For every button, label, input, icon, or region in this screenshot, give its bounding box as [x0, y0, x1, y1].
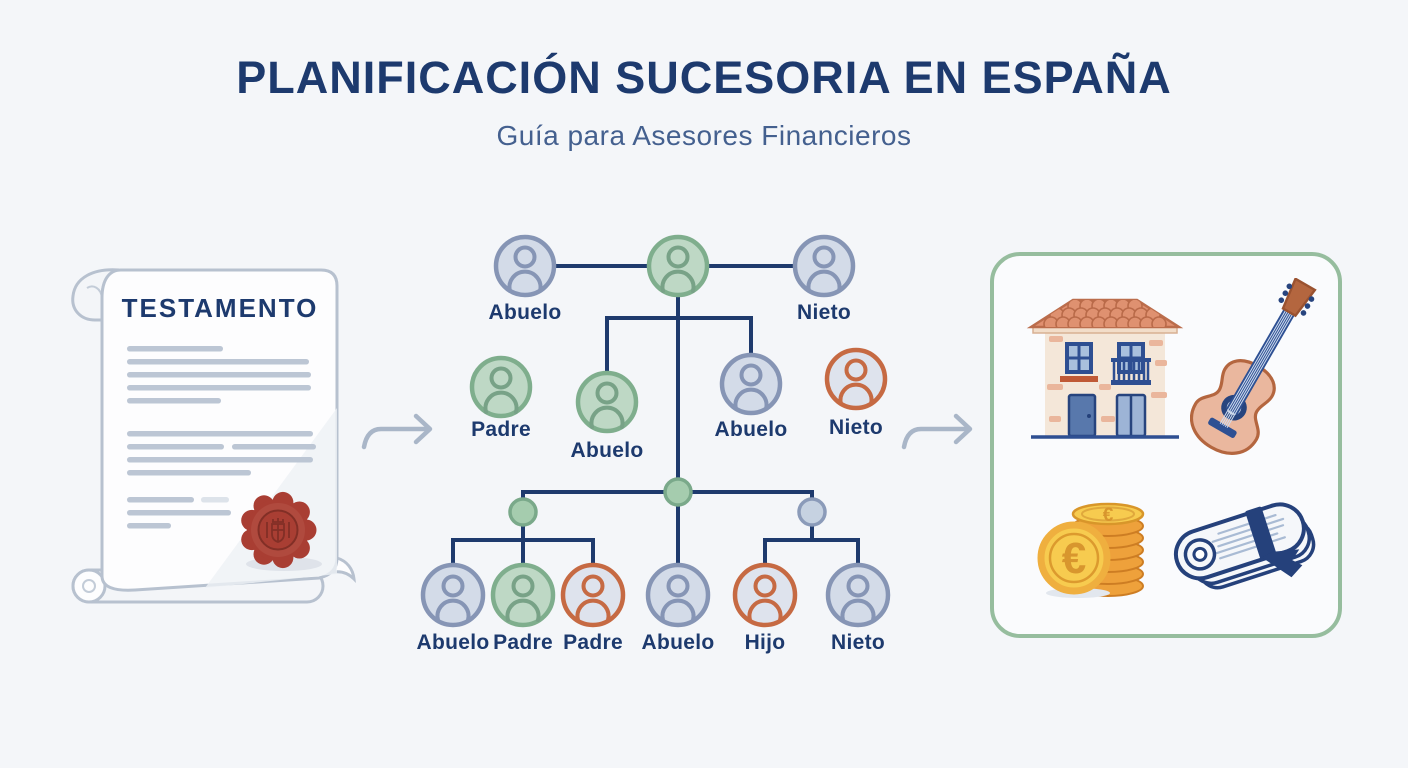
family-node-root	[646, 234, 710, 298]
euro-symbol: €	[1062, 534, 1086, 583]
family-node-nieto-mid	[824, 347, 888, 411]
house-door-left	[1067, 393, 1097, 438]
assets-box: € €	[990, 252, 1342, 638]
family-node-label: Padre	[471, 418, 531, 441]
page-title: PLANIFICACIÓN SUCESORIA EN ESPAÑA	[236, 52, 1172, 103]
family-node-padre-bottom-3	[560, 562, 626, 628]
brick-patches	[1047, 336, 1167, 422]
guitar-icon	[1190, 278, 1317, 455]
family-node-abuelo-bottom-4	[645, 562, 711, 628]
testament-illustration: TESTAMENTO	[71, 268, 356, 604]
family-node-label: Nieto	[797, 301, 851, 324]
house-window-balcony	[1111, 342, 1151, 385]
house-door-right	[1115, 393, 1147, 438]
scroll-text-lines	[1211, 513, 1286, 560]
euro-coins-icon: € €	[1037, 502, 1145, 598]
family-node-padre-mid	[469, 355, 533, 419]
family-node-abuelo-mid-blue	[719, 352, 783, 416]
flow-arrow-right	[901, 413, 973, 450]
wax-seal	[241, 491, 322, 571]
family-node-label: Nieto	[831, 631, 885, 654]
family-node-label: Padre	[493, 631, 553, 654]
document-scroll-icon	[1173, 502, 1316, 590]
family-node-nieto-bottom-6	[825, 562, 891, 628]
family-node-abuelo-mid-green	[575, 370, 639, 434]
tree-labels: Abuelo Nieto Padre Abuelo Abuelo Nieto A…	[417, 301, 885, 654]
family-node-hijo-bottom-5	[732, 562, 798, 628]
family-node-abuelo-bottom-1	[420, 562, 486, 628]
header: PLANIFICACIÓN SUCESORIA EN ESPAÑA Guía p…	[0, 52, 1408, 152]
family-node-label: Abuelo	[571, 439, 644, 462]
flow-arrow-left	[361, 413, 433, 450]
connector-node-blue-right	[797, 497, 827, 527]
connector-node-green-center	[663, 477, 693, 507]
page-subtitle: Guía para Asesores Financieros	[496, 120, 912, 151]
scroll-ribbon	[1245, 506, 1303, 578]
house-icon	[1026, 298, 1184, 439]
family-node-label: Hijo	[745, 631, 786, 654]
connector-node-green-left	[508, 497, 538, 527]
family-node-label: Abuelo	[715, 418, 788, 441]
family-node-label: Nieto	[829, 416, 883, 439]
tiled-roof	[1026, 298, 1184, 329]
family-node-padre-bottom-2	[490, 562, 556, 628]
testament-text-lines	[127, 346, 316, 529]
family-node-label: Abuelo	[489, 301, 562, 324]
coin-front: €	[1037, 521, 1111, 598]
seal-emblem	[266, 518, 290, 543]
euro-symbol: €	[1103, 505, 1114, 526]
testament-heading: TESTAMENTO	[122, 293, 319, 323]
family-node-label: Abuelo	[642, 631, 715, 654]
house-window-left	[1060, 342, 1098, 382]
family-node-nieto-top	[792, 234, 856, 298]
family-node-label: Padre	[563, 631, 623, 654]
family-node-abuelo-top	[493, 234, 557, 298]
family-node-label: Abuelo	[417, 631, 490, 654]
